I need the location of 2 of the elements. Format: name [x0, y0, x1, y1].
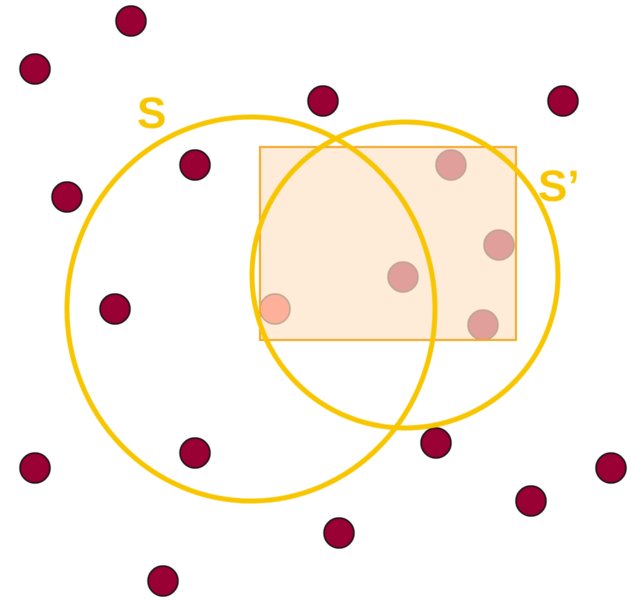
set-label: S: [137, 92, 166, 136]
set-label: S’: [538, 165, 580, 209]
